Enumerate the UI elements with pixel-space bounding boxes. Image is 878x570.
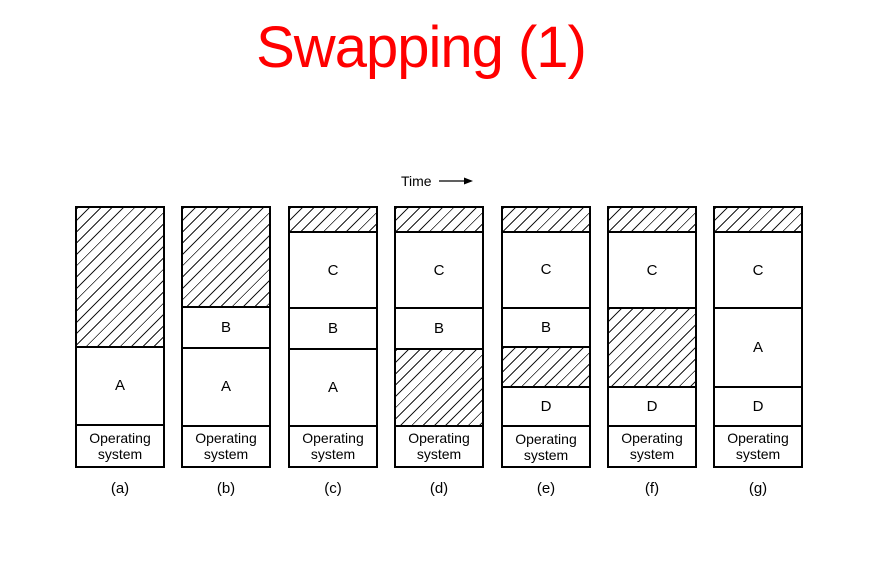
process-segment-c: C	[396, 230, 482, 307]
segment-label: Operating system	[408, 430, 470, 463]
segment-label: A	[327, 378, 338, 396]
process-segment-b: B	[503, 306, 589, 347]
process-segment-a: A	[183, 346, 269, 425]
os-segment: Operating system	[609, 424, 695, 466]
process-segment-c: C	[290, 230, 376, 307]
segment-label: A	[752, 338, 763, 356]
os-segment: Operating system	[77, 424, 163, 466]
memory-column-a: A Operating system	[75, 206, 165, 468]
process-segment-b: B	[290, 307, 376, 347]
segment-label: Operating system	[515, 430, 577, 463]
process-segment-c: C	[609, 230, 695, 307]
segment-label: D	[646, 397, 658, 415]
segment-label: Operating system	[727, 430, 789, 463]
time-axis: Time	[401, 173, 473, 189]
free-region-hatched	[396, 347, 482, 425]
column-caption-c: (c)	[324, 480, 342, 497]
segment-label: D	[540, 398, 552, 416]
column-caption-a: (a)	[110, 480, 130, 497]
segment-label: Operating system	[89, 430, 151, 463]
os-segment: Operating system	[290, 424, 376, 466]
os-segment: Operating system	[503, 425, 589, 466]
process-segment-a: A	[290, 347, 376, 425]
segment-label: C	[327, 261, 339, 279]
os-segment: Operating system	[183, 424, 269, 466]
segment-label: D	[752, 397, 764, 415]
memory-column-b: B A Operating system	[181, 206, 271, 468]
segment-label: A	[114, 377, 125, 395]
time-label: Time	[401, 173, 432, 189]
free-region-hatched	[290, 208, 376, 231]
free-region-hatched	[715, 208, 801, 231]
segment-label: B	[327, 319, 338, 337]
process-segment-b: B	[396, 307, 482, 347]
column-caption-b: (b)	[216, 480, 236, 497]
free-region-hatched	[609, 307, 695, 386]
os-segment: Operating system	[715, 424, 801, 466]
free-region-hatched	[609, 208, 695, 231]
memory-column-g: C A D Operating system	[713, 206, 803, 468]
segment-label: C	[540, 261, 552, 279]
memory-column-c: C B A Operating system	[288, 206, 378, 468]
process-segment-a: A	[77, 345, 163, 425]
process-segment-d: D	[609, 385, 695, 425]
segment-label: C	[433, 261, 445, 279]
segment-label: C	[646, 261, 658, 279]
segment-label: A	[220, 378, 231, 396]
memory-column-d: C B Operating system	[394, 206, 484, 468]
process-segment-d: D	[503, 386, 589, 425]
column-caption-f: (f)	[644, 480, 660, 497]
free-region-hatched	[503, 208, 589, 231]
segment-label: C	[752, 261, 764, 279]
column-caption-e: (e)	[536, 480, 556, 497]
column-caption-d: (d)	[429, 480, 449, 497]
slide-title: Swapping (1)	[256, 15, 587, 80]
segment-label: B	[540, 318, 551, 336]
column-caption-g: (g)	[748, 480, 768, 497]
os-segment: Operating system	[396, 424, 482, 466]
memory-column-e: C B D Operating system	[501, 206, 591, 468]
free-region-hatched	[183, 208, 269, 307]
process-segment-c: C	[503, 230, 589, 307]
memory-column-f: C D Operating system	[607, 206, 697, 468]
segment-label: Operating system	[302, 430, 364, 463]
free-region-hatched	[77, 208, 163, 346]
segment-label: B	[220, 318, 231, 336]
free-region-hatched	[396, 208, 482, 231]
right-arrow-icon	[438, 177, 473, 185]
segment-label: B	[433, 319, 444, 337]
free-region-hatched	[503, 346, 589, 387]
process-segment-d: D	[715, 385, 801, 425]
process-segment-b: B	[183, 306, 269, 346]
segment-label: Operating system	[195, 430, 257, 463]
process-segment-c: C	[715, 230, 801, 307]
process-segment-a: A	[715, 307, 801, 385]
segment-label: Operating system	[621, 430, 683, 463]
